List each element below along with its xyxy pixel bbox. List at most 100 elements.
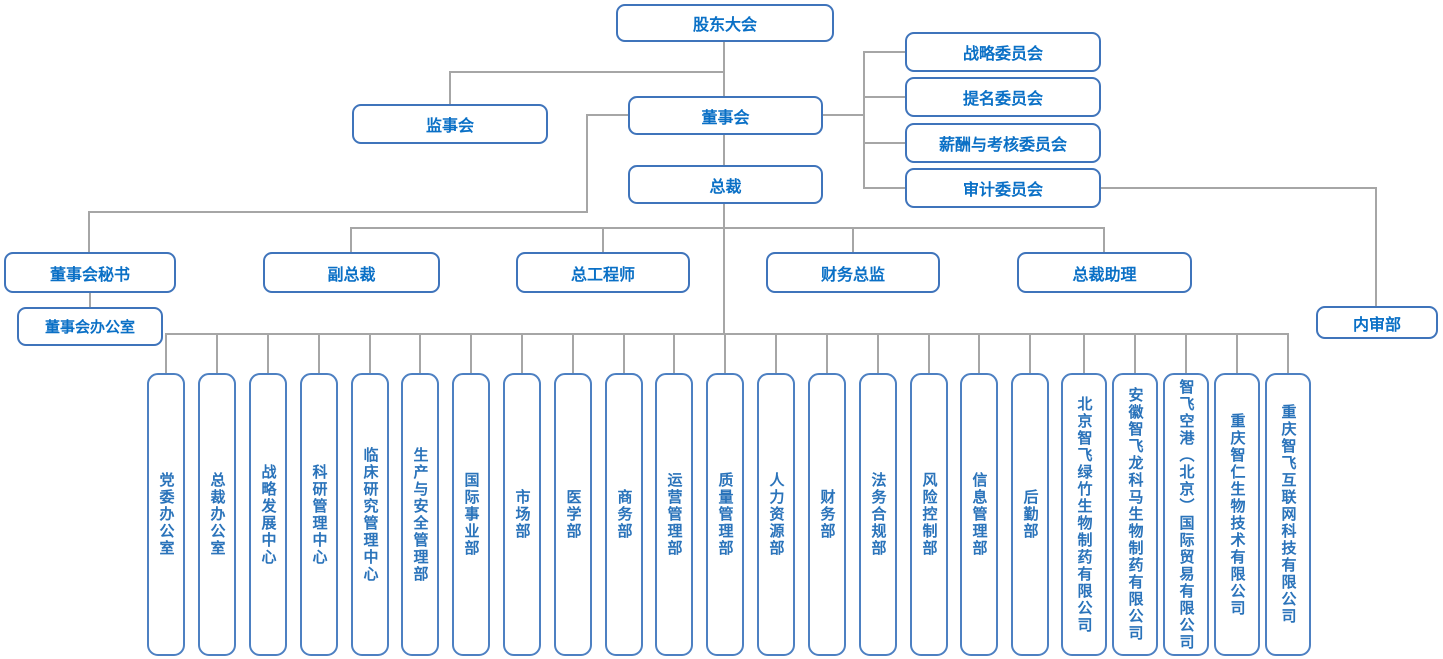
dept-label: 市场部	[513, 489, 532, 540]
connector-line	[877, 333, 879, 373]
connector-line	[216, 333, 218, 373]
connector-line	[449, 71, 725, 73]
connector-line	[1287, 333, 1289, 373]
connector-line	[823, 114, 865, 116]
connector-line	[318, 333, 320, 373]
dept-box-commerce: 商务部	[605, 373, 643, 656]
dept-box-human-resources: 人力资源部	[757, 373, 795, 656]
connector-line	[863, 187, 905, 189]
subsidiary-box-beijing-zhifei-lvzhu: 北京智飞绿竹生物制药有限公司	[1061, 373, 1107, 656]
connector-line	[350, 227, 352, 252]
dept-label: 运营管理部	[665, 472, 684, 557]
dept-box-finance: 财务部	[808, 373, 846, 656]
connector-line	[863, 142, 905, 144]
node-supervisory-board: 监事会	[352, 104, 548, 144]
node-internal-audit-dept: 内审部	[1316, 306, 1438, 339]
dept-label: 战略发展中心	[259, 463, 278, 566]
connector-line	[602, 227, 604, 252]
connector-line	[586, 114, 588, 213]
dept-label: 财务部	[818, 489, 837, 540]
connector-line	[826, 333, 828, 373]
node-compensation-appraisal-committee: 薪酬与考核委员会	[905, 123, 1101, 163]
connector-line	[673, 333, 675, 373]
connector-line	[1236, 333, 1238, 373]
connector-line	[369, 333, 371, 373]
connector-line	[88, 211, 588, 213]
connector-line	[775, 333, 777, 373]
dept-box-operations-management: 运营管理部	[655, 373, 693, 656]
dept-box-legal-compliance: 法务合规部	[859, 373, 897, 656]
subsidiary-label: 智飞空港（北京）国际贸易有限公司	[1177, 378, 1196, 651]
dept-label: 质量管理部	[716, 472, 735, 557]
node-chief-engineer: 总工程师	[516, 252, 690, 293]
subsidiary-box-chongqing-zhifei-internet-tech: 重庆智飞互联网科技有限公司	[1265, 373, 1311, 656]
connector-line	[863, 51, 865, 189]
connector-line	[1103, 227, 1105, 252]
dept-box-international-business: 国际事业部	[452, 373, 490, 656]
subsidiary-label: 安徽智飞龙科马生物制药有限公司	[1126, 387, 1145, 642]
dept-box-information-management: 信息管理部	[960, 373, 998, 656]
node-president-assistant: 总裁助理	[1017, 252, 1192, 293]
node-board-of-directors: 董事会	[628, 96, 823, 135]
connector-line	[623, 333, 625, 373]
dept-box-marketing: 市场部	[503, 373, 541, 656]
connector-line	[1375, 187, 1377, 306]
node-shareholders-meeting: 股东大会	[616, 4, 834, 42]
dept-label: 生产与安全管理部	[411, 446, 430, 583]
connector-line	[724, 333, 726, 373]
dept-box-party-committee-office: 党委办公室	[147, 373, 185, 656]
connector-line	[723, 42, 725, 96]
node-audit-committee: 审计委员会	[905, 168, 1101, 208]
node-vice-president: 副总裁	[263, 252, 440, 293]
subsidiary-label: 重庆智飞互联网科技有限公司	[1279, 404, 1298, 625]
node-finance-director: 财务总监	[766, 252, 940, 293]
connector-line	[419, 333, 421, 373]
dept-box-quality-management: 质量管理部	[706, 373, 744, 656]
node-board-secretary: 董事会秘书	[4, 252, 176, 293]
subsidiary-box-chongqing-zhiren-biotech: 重庆智仁生物技术有限公司	[1214, 373, 1260, 656]
dept-label: 后勤部	[1021, 489, 1040, 540]
connector-line	[863, 51, 905, 53]
connector-line	[723, 135, 725, 165]
connector-line	[521, 333, 523, 373]
subsidiary-label: 北京智飞绿竹生物制药有限公司	[1075, 395, 1094, 634]
connector-line	[470, 333, 472, 373]
connector-line	[1134, 333, 1136, 373]
dept-box-president-office: 总裁办公室	[198, 373, 236, 656]
node-board-office: 董事会办公室	[17, 307, 163, 346]
dept-label: 医学部	[564, 489, 583, 540]
dept-box-medical-affairs: 医学部	[554, 373, 592, 656]
connector-line	[723, 204, 725, 334]
connector-line	[165, 333, 167, 373]
connector-line	[863, 96, 905, 98]
dept-label: 临床研究管理中心	[361, 446, 380, 583]
dept-label: 国际事业部	[462, 472, 481, 557]
connector-line	[350, 227, 1104, 229]
node-nomination-committee: 提名委员会	[905, 77, 1101, 117]
connector-line	[88, 211, 90, 252]
dept-label: 风险控制部	[920, 472, 939, 557]
dept-label: 法务合规部	[869, 472, 888, 557]
dept-label: 人力资源部	[767, 472, 786, 557]
subsidiary-box-anhui-zhifei-longcom: 安徽智飞龙科马生物制药有限公司	[1112, 373, 1158, 656]
dept-box-clinical-research-management-center: 临床研究管理中心	[351, 373, 389, 656]
node-president: 总裁	[628, 165, 823, 204]
subsidiary-box-zhifei-airport-beijing-trade: 智飞空港（北京）国际贸易有限公司	[1163, 373, 1209, 656]
connector-line	[928, 333, 930, 373]
connector-line	[1101, 187, 1377, 189]
dept-box-logistics: 后勤部	[1011, 373, 1049, 656]
dept-label: 科研管理中心	[310, 463, 329, 566]
dept-label: 商务部	[615, 489, 634, 540]
connector-line	[267, 333, 269, 373]
dept-box-strategy-development-center: 战略发展中心	[249, 373, 287, 656]
dept-label: 总裁办公室	[208, 472, 227, 557]
connector-line	[852, 227, 854, 252]
dept-box-risk-control: 风险控制部	[910, 373, 948, 656]
dept-box-research-management-center: 科研管理中心	[300, 373, 338, 656]
connector-line	[166, 333, 1288, 335]
connector-line	[572, 333, 574, 373]
dept-box-production-safety-management: 生产与安全管理部	[401, 373, 439, 656]
connector-line	[449, 71, 451, 104]
dept-label: 党委办公室	[157, 472, 176, 557]
